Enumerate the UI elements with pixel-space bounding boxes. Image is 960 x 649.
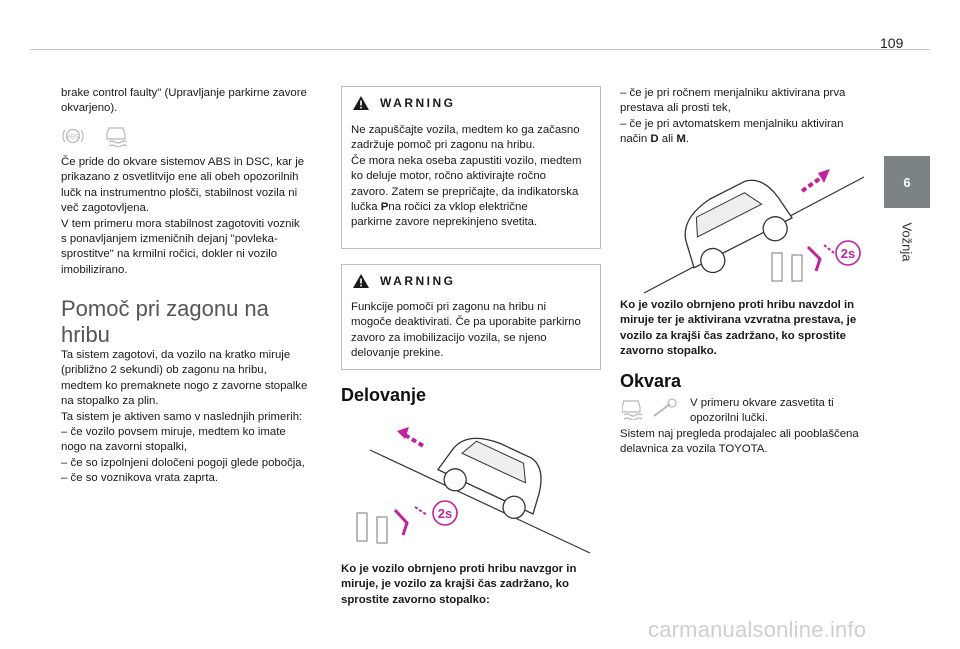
- abs-dsc-fault-text: Če pride do okvare sistemov ABS in DSC, …: [61, 156, 305, 276]
- warning-triangle-icon: [353, 274, 369, 288]
- stability-warning-icon: [106, 127, 128, 148]
- chapter-label: Vožnja: [899, 222, 915, 262]
- watermark: carmanualsonline.info: [648, 617, 867, 642]
- uphill-illustration: 2s: [356, 427, 591, 554]
- timer-label: 2s: [841, 246, 855, 261]
- stability-warning-icon: [622, 400, 643, 420]
- page-number: 109: [880, 35, 904, 51]
- abs-warning-icon: ABS: [62, 127, 128, 148]
- conditions-text: – če je pri ročnem menjalniku aktivirana…: [620, 87, 846, 146]
- section-heading-operation: Delovanje: [341, 385, 427, 405]
- section-heading-fault: Okvara: [620, 371, 682, 391]
- warning-triangle-icon: [353, 96, 369, 110]
- warning-title: WARNING: [380, 96, 456, 110]
- intro-text: brake control faulty" (Upravljanje parki…: [61, 87, 307, 115]
- wrench-icon: [653, 398, 677, 417]
- uphill-caption: Ko je vozilo obrnjeno proti hribu navzgo…: [341, 563, 577, 606]
- fault-service-text: Sistem naj pregleda prodajalec ali poobl…: [620, 428, 859, 456]
- warning-box-1: WARNING Ne zapuščajte vozila, medtem ko …: [341, 86, 601, 249]
- fault-lamp-text: V primeru okvare zasvetita ti opozorilni…: [690, 397, 834, 425]
- downhill-illustration: 2s: [643, 169, 865, 294]
- chapter-tab[interactable]: 6: [884, 156, 930, 208]
- hill-start-description: Ta sistem zagotovi, da vozilo na kratko …: [61, 349, 308, 485]
- downhill-caption: Ko je vozilo obrnjeno proti hribu navzdo…: [620, 299, 857, 358]
- timer-label: 2s: [438, 506, 452, 521]
- svg-text:ABS: ABS: [67, 135, 79, 141]
- warning-box-2: WARNING Funkcije pomoči pri zagonu na hr…: [341, 264, 601, 370]
- header-divider: [30, 49, 930, 50]
- warning-title: WARNING: [380, 274, 456, 288]
- section-heading-hill-start: Pomoč pri zagonu na hribu: [61, 296, 269, 347]
- fault-warning-icons: [622, 398, 677, 420]
- fault-icons: ABS: [62, 125, 142, 148]
